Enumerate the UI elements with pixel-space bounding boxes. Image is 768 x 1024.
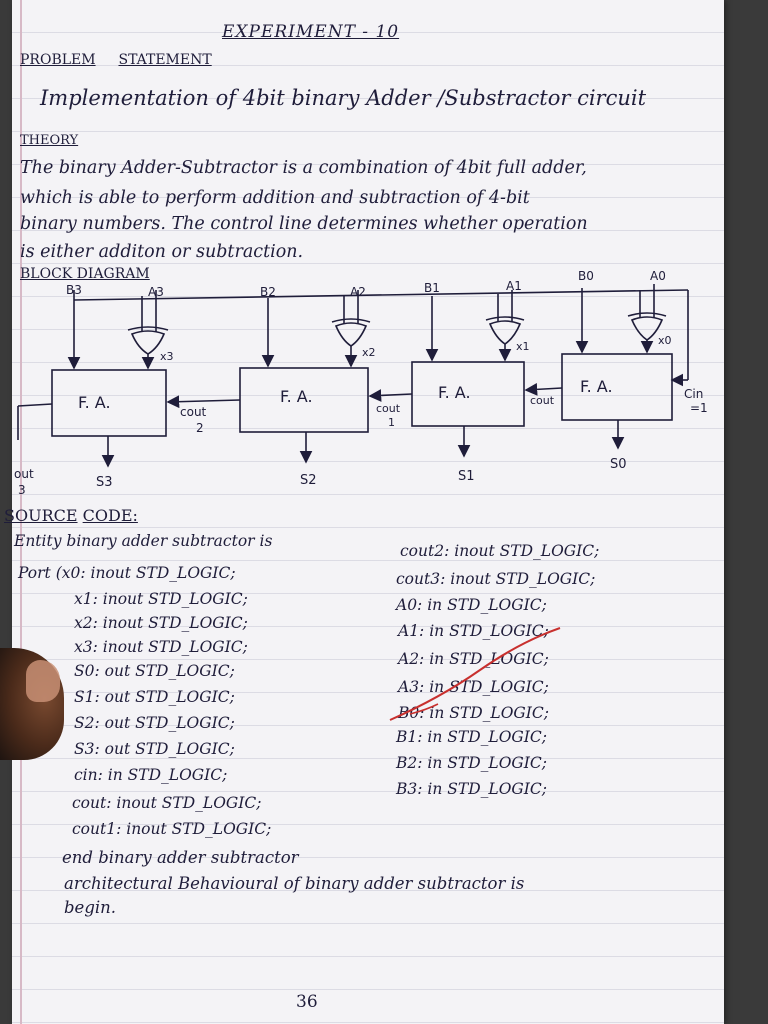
label-x0: x0 — [658, 334, 672, 347]
label-a2: A2 — [350, 285, 366, 299]
theory-heading: THEORY — [20, 133, 79, 148]
label-b0: B0 — [578, 269, 594, 283]
label-s0: S0 — [610, 457, 627, 472]
label-x3: x3 — [160, 350, 174, 363]
label-b2: B2 — [260, 285, 276, 299]
label-x2: x2 — [362, 346, 376, 359]
fa3-label: F. A. — [78, 393, 111, 412]
code-right-line-4: A1: in STD_LOGIC; — [398, 622, 549, 640]
label-a3: A3 — [148, 285, 164, 299]
code-left-line-2: Port (x0: inout STD_LOGIC; — [18, 564, 236, 582]
code-right-line-3: A0: in STD_LOGIC; — [396, 596, 547, 614]
cout3-label-line2: 3 — [18, 483, 26, 497]
code-left-line-3: x1: inout STD_LOGIC; — [74, 590, 248, 608]
thumb-nail — [26, 660, 60, 702]
code-right-line-8: B1: in STD_LOGIC; — [396, 728, 547, 746]
code-left-line-5: x3: inout STD_LOGIC; — [74, 638, 248, 656]
cin-value: =1 — [690, 401, 708, 415]
theory-line-2: which is able to perform addition and su… — [20, 188, 530, 208]
code-right-line-5: A2: in STD_LOGIC; — [398, 650, 549, 668]
fa2-label: F. A. — [280, 387, 313, 406]
code-left-line-1: Entity binary adder subtractor is — [14, 532, 273, 550]
carry2-label-line1: cout — [180, 405, 207, 419]
code-right-line-2: cout3: inout STD_LOGIC; — [396, 570, 596, 588]
code-right-line-9: B2: in STD_LOGIC; — [396, 754, 547, 772]
label-x1: x1 — [516, 340, 530, 353]
source-code-heading: SOURCE CODE: — [4, 506, 138, 525]
code-end-line-3: begin. — [64, 898, 117, 917]
cin-label: Cin — [684, 387, 703, 401]
red-pen-correction-mark — [389, 627, 561, 721]
code-right-line-10: B3: in STD_LOGIC; — [396, 780, 547, 798]
theory-line-4: is either additon or subtraction. — [20, 242, 304, 262]
code-right-line-1: cout2: inout STD_LOGIC; — [400, 542, 600, 560]
fa1-label: F. A. — [438, 383, 471, 402]
ruled-lines — [12, 0, 724, 1024]
code-end-line-1: end binary adder subtractor — [62, 848, 299, 867]
code-left-line-12: cout1: inout STD_LOGIC; — [72, 820, 272, 838]
label-a1: A1 — [506, 279, 522, 293]
label-s1: S1 — [458, 469, 475, 484]
problem-heading-word2: STATEMENT — [118, 52, 212, 68]
photographer-thumb — [0, 648, 64, 760]
page-number: 36 — [296, 992, 318, 1012]
theory-line-3: binary numbers. The control line determi… — [20, 214, 588, 234]
page-title: EXPERIMENT - 10 — [222, 22, 400, 42]
margin-line — [20, 0, 22, 1024]
label-a0: A0 — [650, 269, 666, 283]
adder-subtractor-block-diagram: F. A. F. A. F. A. F. A. B3 B2 B1 B0 A3 A… — [14, 269, 708, 497]
code-right-line-6: A3: in STD_LOGIC; — [398, 678, 549, 696]
code-right-line-7: B0: in STD_LOGIC; — [398, 704, 549, 722]
theory-line-1: The binary Adder-Subtractor is a combina… — [20, 158, 587, 178]
carry1-label-line1: cout — [376, 402, 401, 415]
code-left-line-6: S0: out STD_LOGIC; — [74, 662, 235, 680]
code-left-line-8: S2: out STD_LOGIC; — [74, 714, 235, 732]
label-s2: S2 — [300, 473, 317, 488]
problem-statement-heading: PROBLEM STATEMENT — [20, 52, 212, 68]
label-s3: S3 — [96, 475, 113, 490]
carry1-label-line2: 1 — [388, 416, 395, 429]
code-left-line-7: S1: out STD_LOGIC; — [74, 688, 235, 706]
code-end-line-2: architectural Behavioural of binary adde… — [64, 874, 525, 893]
label-b1: B1 — [424, 281, 440, 295]
source-heading-word1: SOURCE — [4, 506, 78, 525]
code-left-line-10: cin: in STD_LOGIC; — [74, 766, 228, 784]
carry0-label-line1: cout — [530, 394, 555, 407]
block-diagram-heading: BLOCK DIAGRAM — [20, 266, 150, 282]
source-heading-word2: CODE: — [82, 506, 138, 525]
code-left-line-4: x2: inout STD_LOGIC; — [74, 614, 248, 632]
problem-heading-word1: PROBLEM — [20, 52, 96, 68]
cout3-label-line1: out — [14, 467, 34, 481]
code-left-line-11: cout: inout STD_LOGIC; — [72, 794, 262, 812]
problem-statement-text: Implementation of 4bit binary Adder /Sub… — [40, 86, 647, 110]
fa0-label: F. A. — [580, 377, 613, 396]
notebook-page: EXPERIMENT - 10 PROBLEM STATEMENT Implem… — [12, 0, 724, 1024]
label-b3: B3 — [66, 283, 82, 297]
carry2-label-line2: 2 — [196, 421, 204, 435]
code-left-line-9: S3: out STD_LOGIC; — [74, 740, 235, 758]
